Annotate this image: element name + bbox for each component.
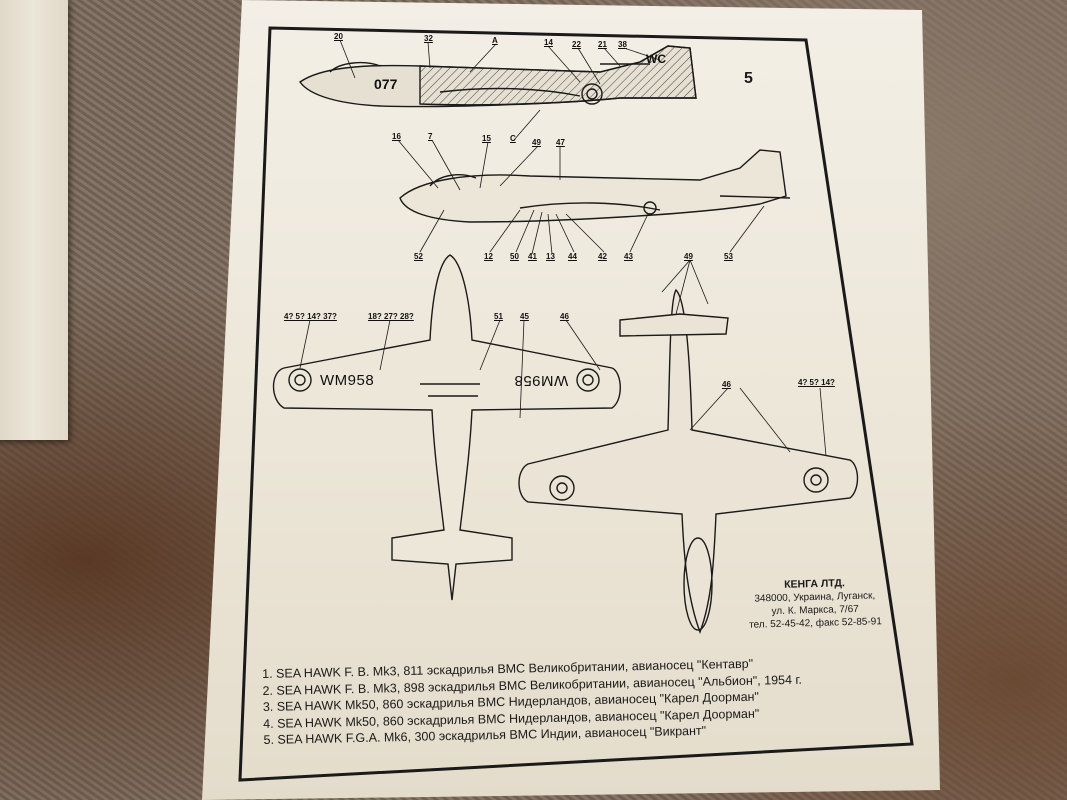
marker-label: 4? 5? 14? bbox=[798, 378, 835, 387]
plan-view-top bbox=[272, 254, 621, 601]
marker-label: 47 bbox=[556, 138, 565, 147]
marker-label: 42 bbox=[598, 252, 607, 261]
fuselage-code: 077 bbox=[374, 76, 398, 92]
marker-label: 49 bbox=[532, 138, 541, 147]
marker-label: 7 bbox=[428, 132, 433, 141]
side-paper-sheet bbox=[0, 0, 68, 440]
leader-lines bbox=[299, 39, 827, 457]
wing-serial-right: WM958 bbox=[514, 372, 569, 389]
marker-label: 22 bbox=[572, 40, 581, 49]
marker-label: 15 bbox=[482, 134, 491, 143]
marker-label: 53 bbox=[724, 252, 733, 261]
variant-legend: 1. SEA HAWK F. B. Mk3, 811 эскадрилья ВМ… bbox=[262, 653, 864, 748]
marker-label: 45 bbox=[520, 312, 529, 321]
marker-label: 21 bbox=[598, 40, 607, 49]
marker-label: 46 bbox=[560, 312, 569, 321]
marker-label: 13 bbox=[546, 252, 555, 261]
marker-label: 50 bbox=[510, 252, 519, 261]
tail-code: WC bbox=[646, 52, 666, 66]
marker-label: 4? 5? 14? 37? bbox=[284, 312, 337, 321]
marker-label: A bbox=[492, 36, 498, 45]
page-number: 5 bbox=[744, 70, 753, 87]
marker-label: 52 bbox=[414, 252, 423, 261]
marker-label: 14 bbox=[544, 38, 553, 47]
marker-label: 38 bbox=[618, 40, 627, 49]
marker-label: 32 bbox=[424, 34, 433, 43]
marker-label: 18? 27? 28? bbox=[368, 312, 414, 321]
top-side-profile bbox=[299, 45, 697, 108]
company-block: КЕНГА ЛТД. 348000, Украина, Луганск, ул.… bbox=[734, 576, 895, 632]
marker-label: 46 bbox=[722, 380, 731, 389]
marker-label: 49 bbox=[684, 252, 693, 261]
marker-label: 43 bbox=[624, 252, 633, 261]
marker-label: 41 bbox=[528, 252, 537, 261]
marker-label: 12 bbox=[484, 252, 493, 261]
marker-label: 20 bbox=[334, 32, 343, 41]
mid-side-profile bbox=[399, 149, 791, 223]
marker-label: 16 bbox=[392, 132, 401, 141]
wing-serial-left: WM958 bbox=[320, 372, 375, 389]
marker-label: 51 bbox=[494, 312, 503, 321]
sheet-border bbox=[238, 26, 914, 782]
marker-label: C bbox=[510, 134, 516, 143]
marker-label: 44 bbox=[568, 252, 577, 261]
plan-view-bottom bbox=[518, 288, 859, 634]
